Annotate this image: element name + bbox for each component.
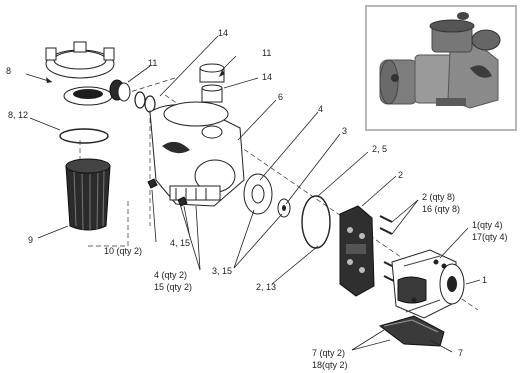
label-16-qty8: 16 (qty 8) bbox=[422, 204, 460, 214]
union-nut-top bbox=[199, 63, 225, 103]
label-10-qty2: 10 (qty 2) bbox=[104, 246, 142, 256]
pump-housing bbox=[149, 101, 245, 207]
label-8: 8 bbox=[6, 66, 11, 76]
cover-o-ring bbox=[59, 128, 109, 144]
part-labels: 8 8, 12 9 11 14 11 14 6 4 3 2, 5 2 2 (qt… bbox=[6, 28, 508, 370]
label-4-15: 4, 15 bbox=[170, 238, 190, 248]
arrow-heads bbox=[46, 70, 225, 83]
label-11-left: 11 bbox=[148, 58, 157, 68]
strainer-basket bbox=[65, 158, 111, 231]
assembled-pump-image bbox=[379, 12, 501, 109]
strainer-cover bbox=[63, 86, 113, 106]
diffuser bbox=[243, 173, 273, 215]
label-3-15: 3, 15 bbox=[212, 266, 232, 276]
union-oring-left bbox=[134, 91, 156, 113]
label-7-qty2: 7 (qty 2) bbox=[312, 348, 345, 358]
label-8-12: 8, 12 bbox=[8, 110, 28, 120]
label-18-qty2: 18(qty 2) bbox=[312, 360, 348, 370]
label-14-top: 14 bbox=[218, 28, 228, 38]
impeller bbox=[277, 198, 291, 218]
label-14-right: 14 bbox=[262, 72, 272, 82]
seal-plate-gasket bbox=[301, 195, 331, 249]
label-2-qty8: 2 (qty 8) bbox=[422, 192, 455, 202]
label-11-right: 11 bbox=[262, 48, 271, 58]
label-2-5: 2, 5 bbox=[372, 144, 387, 154]
assembled-pump-inset bbox=[365, 5, 517, 131]
strainer-lock-ring bbox=[45, 41, 115, 79]
union-nut-left bbox=[109, 79, 131, 102]
label-4-qty2: 4 (qty 2) bbox=[154, 270, 187, 280]
label-2: 2 bbox=[398, 170, 403, 180]
motor bbox=[391, 249, 465, 319]
label-3: 3 bbox=[342, 126, 347, 136]
motor-bolts bbox=[411, 259, 447, 303]
label-1-qty4: 1(qty 4) bbox=[472, 220, 503, 230]
label-7: 7 bbox=[458, 348, 463, 358]
label-9: 9 bbox=[28, 235, 33, 245]
label-15-qty2: 15 (qty 2) bbox=[154, 282, 192, 292]
label-1: 1 bbox=[482, 275, 487, 285]
label-17-qty4: 17(qty 4) bbox=[472, 232, 508, 242]
motor-support-foot bbox=[378, 315, 445, 347]
label-2-13: 2, 13 bbox=[256, 282, 276, 292]
leader-lines bbox=[25, 35, 481, 353]
label-4: 4 bbox=[318, 104, 323, 114]
label-6: 6 bbox=[278, 92, 283, 102]
seal-plate bbox=[339, 205, 375, 297]
drain-plugs bbox=[147, 178, 188, 207]
